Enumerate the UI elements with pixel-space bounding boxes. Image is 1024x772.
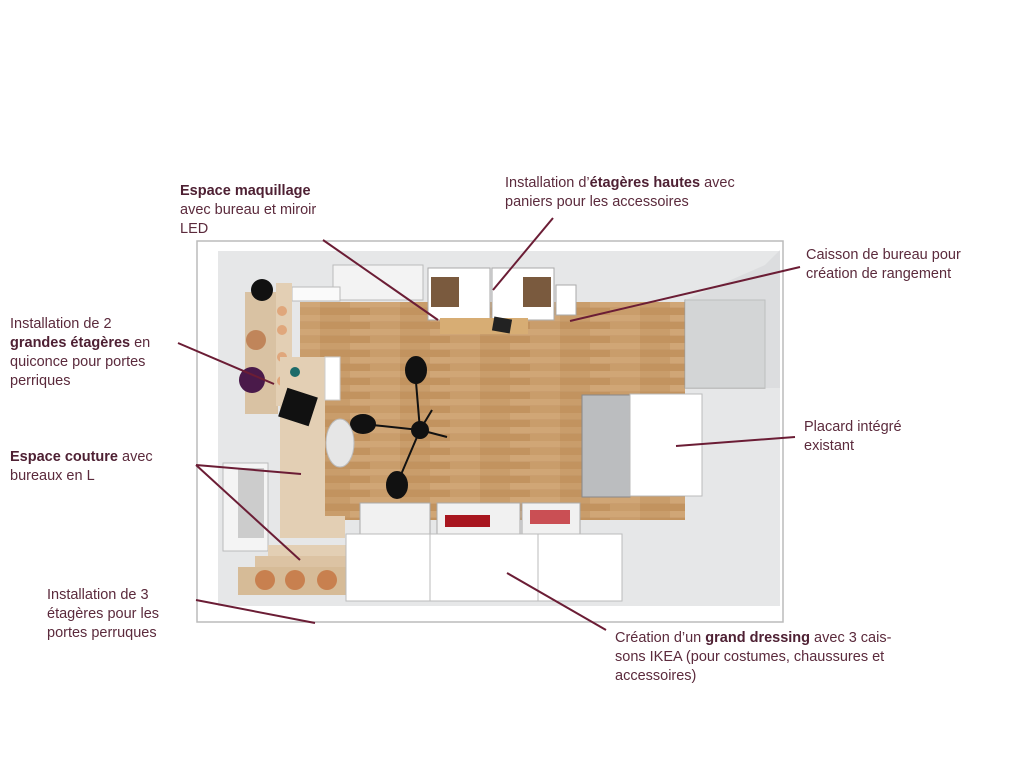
- label-bold: étagères hautes: [589, 175, 701, 191]
- high-shelves: [427, 267, 577, 321]
- label-trois-etageres: Installation de 3 étagères pour les port…: [47, 586, 159, 643]
- leader-etageres-hautes: [492, 217, 554, 291]
- label-grandes-etageres: Installation de 2 grandes étagères en qu…: [10, 315, 150, 391]
- ikea-dressing: [345, 502, 623, 602]
- label-maquillage-title: Espace maquillage: [180, 183, 311, 199]
- label-text: Caisson de bureau pour: [806, 247, 961, 263]
- label-placard: Placard intégré existant: [804, 418, 902, 456]
- wig-shelves-bottom: [238, 545, 346, 595]
- label-dressing: Création d’un grand dressing avec 3 cais…: [615, 629, 891, 686]
- label-text: avec 3 cais-: [810, 630, 892, 646]
- office-chair: [350, 356, 448, 499]
- label-text: existant: [804, 438, 854, 454]
- label-bold: grandes étagères: [10, 335, 131, 351]
- sewing-chair: [325, 418, 355, 468]
- makeup-desk: [440, 318, 528, 334]
- sewing-l-desk: [278, 356, 345, 538]
- label-text: en: [130, 335, 151, 351]
- label-text: perriques: [10, 373, 71, 389]
- label-text: avec bureau et miroir: [180, 202, 317, 218]
- leader-couture-1: [195, 464, 302, 475]
- label-text: avec: [118, 449, 153, 465]
- leader-couture-2: [195, 464, 301, 561]
- label-text: Installation de 2: [10, 316, 112, 332]
- leader-grandes-etageres: [177, 342, 275, 385]
- label-text: Installation d’: [505, 175, 590, 191]
- label-text: étagères pour les: [47, 606, 160, 622]
- label-text: avec: [700, 175, 735, 191]
- label-text: paniers pour les accessoires: [505, 194, 689, 210]
- label-text: création de rangement: [806, 266, 952, 282]
- label-couture: Espace couture avec bureaux en L: [10, 448, 153, 486]
- label-text: accessoires): [615, 668, 697, 684]
- label-text: Placard intégré: [804, 419, 902, 435]
- label-text: portes perruques: [47, 625, 157, 641]
- label-text: sons IKEA (pour costumes, chaussures et: [615, 649, 885, 665]
- door: [332, 264, 424, 301]
- label-etageres-hautes: Installation d’étagères hautes avec pani…: [505, 174, 735, 212]
- label-text: quiconce pour portes: [10, 354, 146, 370]
- label-maquillage: Espace maquillage avec bureau et miroir …: [180, 182, 316, 239]
- radiator: [291, 286, 341, 302]
- label-bold: Espace couture: [10, 449, 118, 465]
- label-bold: grand dressing: [705, 630, 811, 646]
- label-text: LED: [180, 221, 209, 237]
- label-text: Installation de 3: [47, 587, 149, 603]
- leader-maquillage: [322, 239, 439, 321]
- label-text: Création d’un: [615, 630, 706, 646]
- label-text: bureaux en L: [10, 468, 95, 484]
- leader-dressing: [506, 572, 607, 631]
- leader-placard: [675, 436, 796, 447]
- leader-lines: [177, 217, 801, 631]
- leader-trois-etageres: [195, 599, 316, 624]
- label-caisson: Caisson de bureau pour création de range…: [806, 246, 961, 284]
- leader-caisson: [569, 266, 801, 322]
